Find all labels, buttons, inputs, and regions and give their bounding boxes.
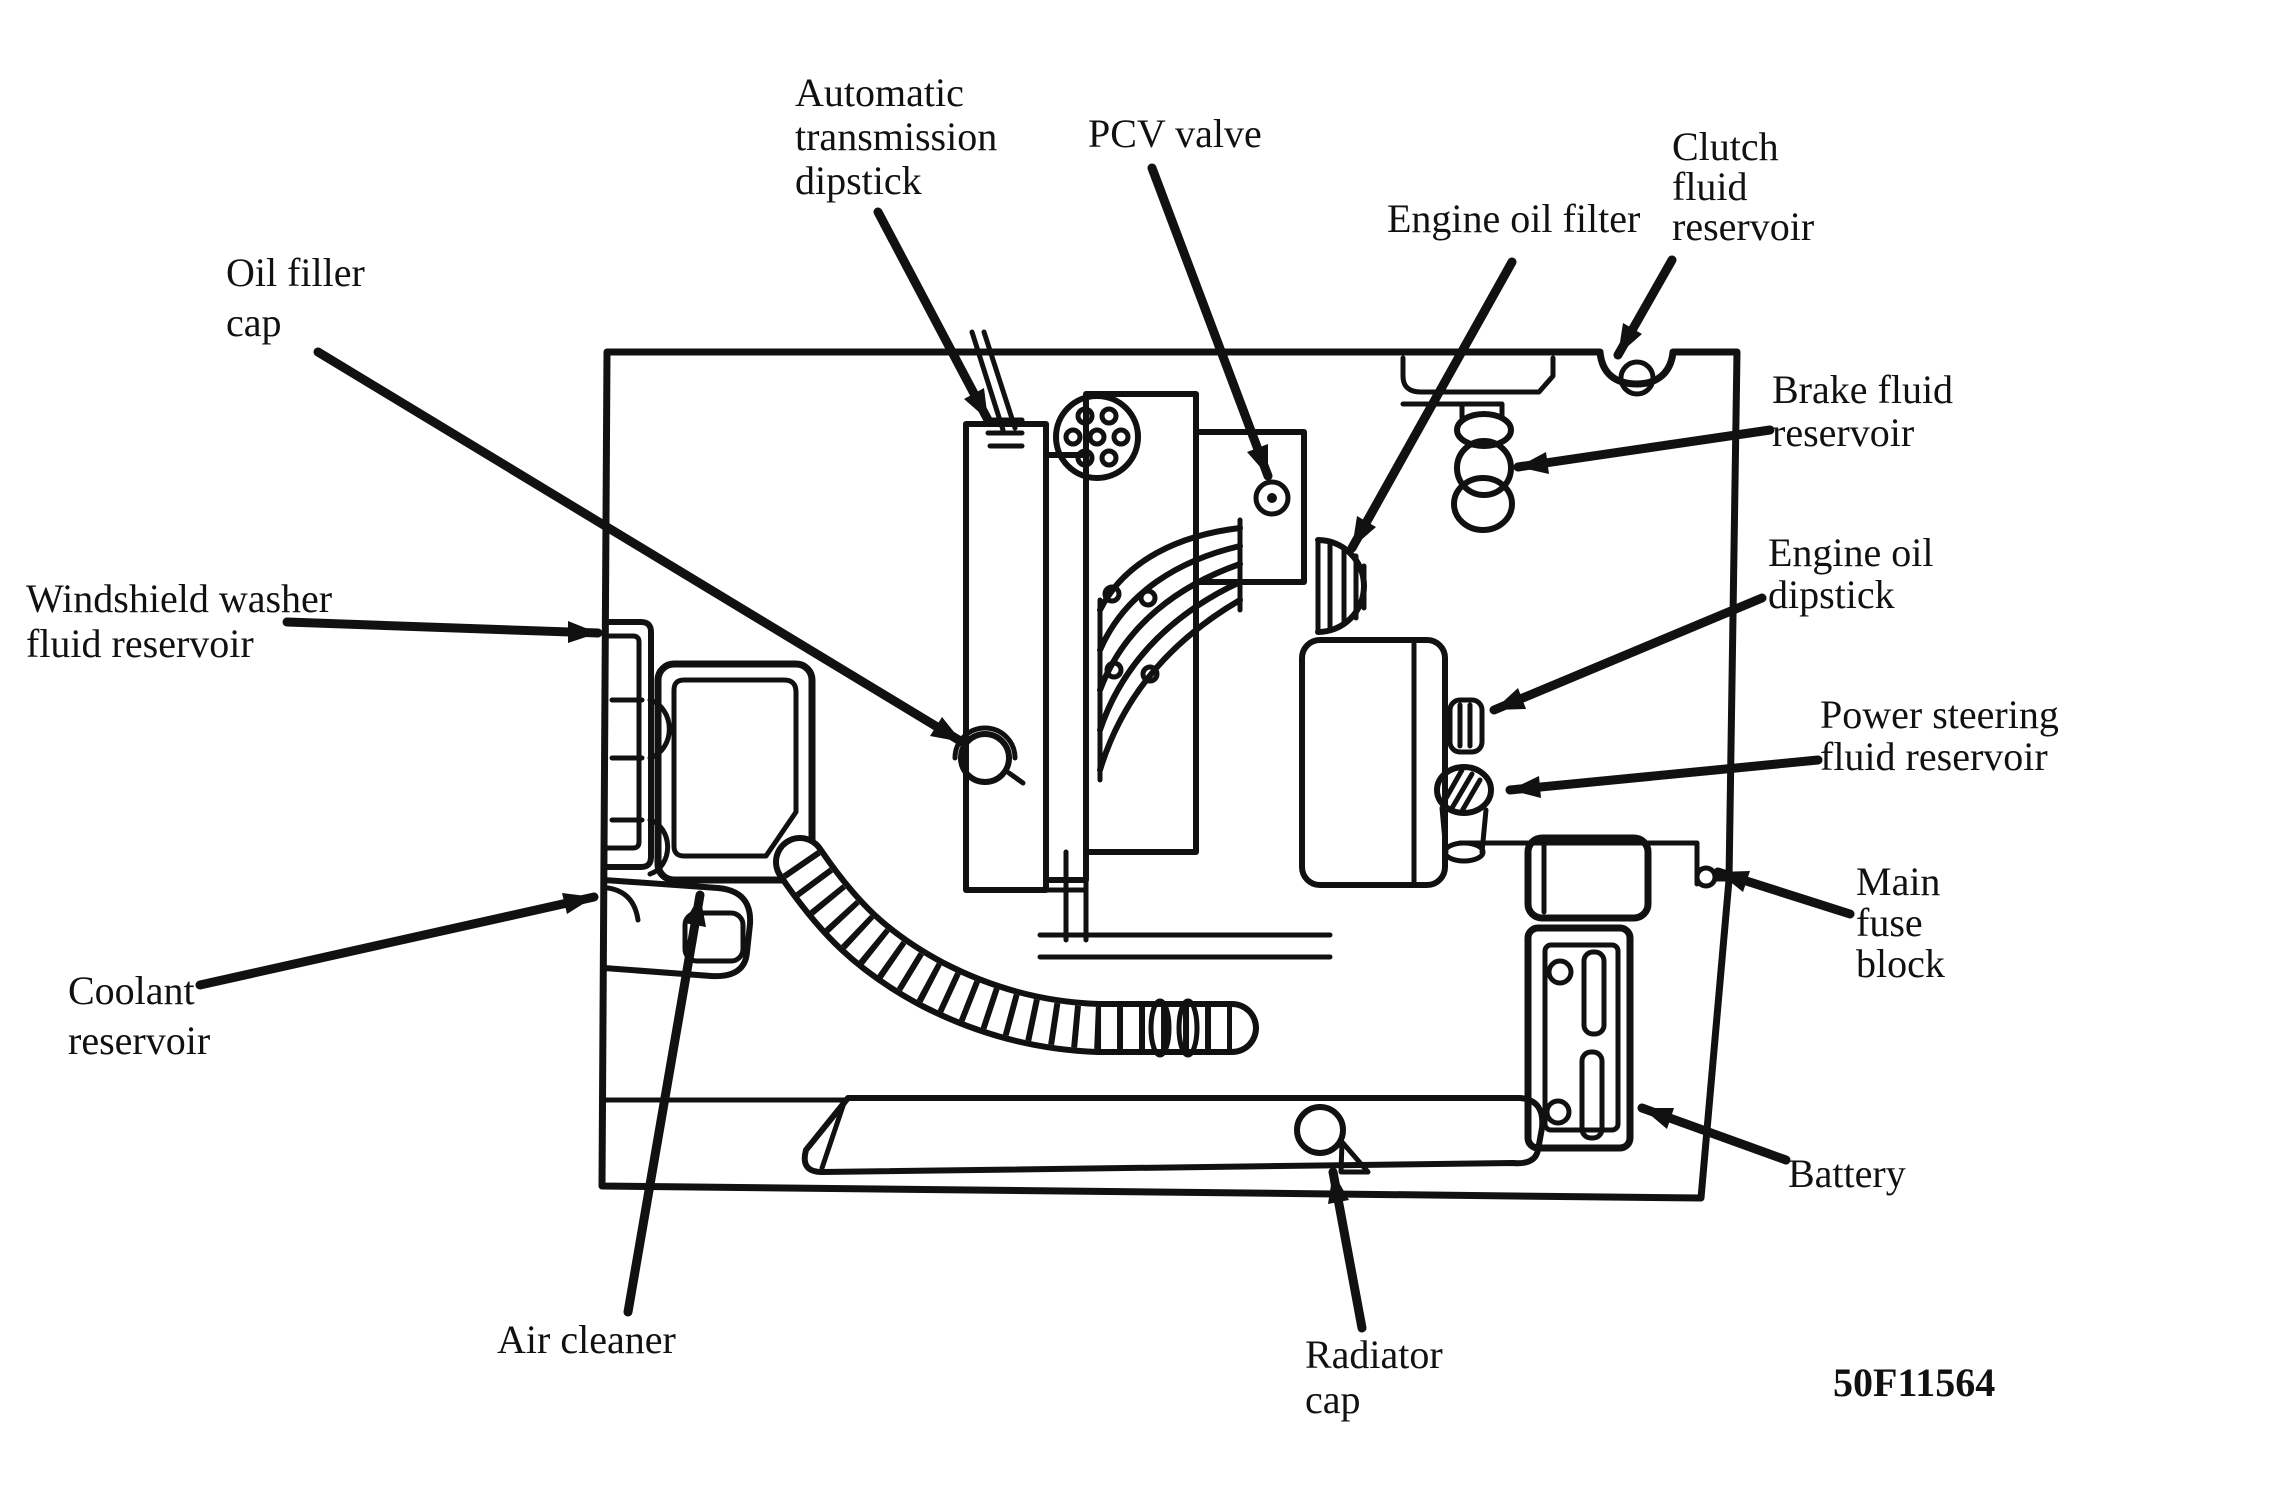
arrowhead-atf-dipstick — [964, 388, 988, 420]
power-steering-reservoir-part — [1434, 764, 1494, 864]
label-line: Windshield washer — [26, 576, 332, 621]
label-line: Coolant — [68, 968, 195, 1013]
leader-air-cleaner — [623, 890, 705, 1317]
engine-oil-filter-part — [1315, 537, 1367, 635]
label-line: block — [1856, 941, 1945, 986]
arrowhead-engine-oil-filter — [1352, 516, 1376, 548]
leader-coolant-reservoir — [195, 892, 599, 990]
engine-oil-dipstick-part — [1447, 697, 1485, 755]
leader-windshield-washer — [282, 617, 603, 638]
label-line: fluid reservoir — [26, 621, 254, 666]
leader-engine-oil-filter — [1347, 257, 1517, 553]
fuse-block-ledge — [1457, 840, 1732, 889]
brake-fluid-reservoir-part — [1400, 355, 1556, 533]
leader-lines — [195, 163, 1855, 1333]
intake-manifold-runners — [1097, 517, 1243, 783]
label-line: PCV valve — [1088, 111, 1262, 156]
arrowhead-power-steering — [1510, 776, 1541, 798]
clutch-fluid-reservoir-part — [1618, 359, 1656, 397]
label-engine-oil-filter: Engine oil filter — [1387, 196, 1640, 241]
arrowhead-oil-filler-cap — [930, 717, 962, 742]
label-line: dipstick — [1768, 572, 1895, 617]
radiator-part — [801, 1095, 1546, 1175]
label-brake-fluid-reservoir: Brake fluid reservoir — [1772, 367, 1953, 455]
label-line: Radiator — [1305, 1332, 1443, 1377]
label-line: cap — [1305, 1377, 1361, 1422]
lower-left-shelf-line — [599, 1097, 848, 1171]
label-line: fluid reservoir — [1820, 734, 2048, 779]
arrowhead-pcv-valve — [1247, 444, 1268, 476]
label-line: Air cleaner — [497, 1317, 676, 1362]
label-line: Automatic — [795, 70, 964, 115]
label-line: fuse — [1856, 900, 1923, 945]
label-clutch-fluid-reservoir: Clutch fluid reservoir — [1672, 124, 1814, 249]
main-fuse-block-part — [1524, 834, 1652, 922]
label-coolant-reservoir: Coolant reservoir — [68, 968, 210, 1063]
coolant-reservoir-part — [601, 877, 754, 980]
label-oil-filler-cap: Oil filler cap — [226, 250, 365, 345]
label-power-steering-fluid-reservoir: Power steering fluid reservoir — [1820, 692, 2059, 779]
label-line: Power steering — [1820, 692, 2059, 737]
arrowhead-windshield-washer — [568, 621, 598, 643]
label-automatic-transmission-dipstick: Automatic transmission dipstick — [795, 70, 997, 203]
arrowhead-battery — [1642, 1108, 1674, 1129]
labels: Oil filler cap Automatic transmission di… — [26, 70, 2059, 1422]
label-line: reservoir — [68, 1018, 210, 1063]
label-pcv-valve: PCV valve — [1088, 111, 1262, 156]
arrowhead-brake-reservoir — [1518, 452, 1549, 474]
arrowhead-clutch-reservoir — [1618, 323, 1642, 355]
radiator-cap-tab — [1338, 1139, 1371, 1175]
label-line: cap — [226, 300, 282, 345]
engine-block — [963, 391, 1333, 960]
label-line: reservoir — [1672, 204, 1814, 249]
label-line: Battery — [1788, 1151, 1906, 1196]
leader-engine-oil-dipstick — [1489, 593, 1767, 715]
oil-filler-cap-part — [952, 725, 1026, 786]
label-main-fuse-block: Main fuse block — [1856, 859, 1945, 986]
label-engine-oil-dipstick: Engine oil dipstick — [1768, 530, 1934, 617]
label-line: Engine oil — [1768, 530, 1934, 575]
label-line: Oil filler — [226, 250, 365, 295]
arrowhead-main-fuse-block — [1718, 871, 1750, 892]
arrowhead-coolant-reservoir — [562, 893, 594, 914]
distributor — [1053, 393, 1141, 481]
label-line: reservoir — [1772, 410, 1914, 455]
battery-part — [1524, 924, 1634, 1152]
arrowhead-engine-oil-dipstick — [1494, 688, 1526, 710]
label-radiator-cap: Radiator cap — [1305, 1332, 1443, 1422]
label-line: transmission — [795, 114, 997, 159]
label-line: dipstick — [795, 158, 922, 203]
right-side-panel — [1299, 637, 1448, 888]
label-windshield-washer-fluid-reservoir: Windshield washer fluid reservoir — [26, 576, 332, 666]
label-line: fluid — [1672, 164, 1748, 209]
label-line: Clutch — [1672, 124, 1779, 169]
leader-power-steering — [1505, 755, 1823, 795]
label-line: Engine oil filter — [1387, 196, 1640, 241]
leader-brake-reservoir — [1513, 425, 1775, 472]
figure-code: 50F11564 — [1833, 1360, 1995, 1405]
leader-atf-dipstick — [873, 207, 993, 425]
radiator-cap-part — [1294, 1104, 1346, 1156]
arrowhead-radiator-cap — [1328, 1172, 1349, 1204]
label-battery: Battery — [1788, 1151, 1906, 1196]
label-line: Main — [1856, 859, 1940, 904]
pcv-valve-part — [1253, 479, 1291, 517]
label-air-cleaner: Air cleaner — [497, 1317, 676, 1362]
arrowhead-air-cleaner — [684, 895, 706, 927]
leader-pcv-valve — [1147, 163, 1273, 481]
engine-compartment-outline — [598, 348, 1741, 1202]
air-intake-hose — [773, 835, 1259, 1058]
label-line: Brake fluid — [1772, 367, 1953, 412]
hose-clamp-ring — [1176, 998, 1200, 1058]
leader-oil-filler-cap — [313, 347, 967, 747]
hose-clamp-ring — [1148, 998, 1172, 1058]
air-cleaner-part — [654, 660, 816, 884]
compartment-border — [598, 348, 1741, 1202]
